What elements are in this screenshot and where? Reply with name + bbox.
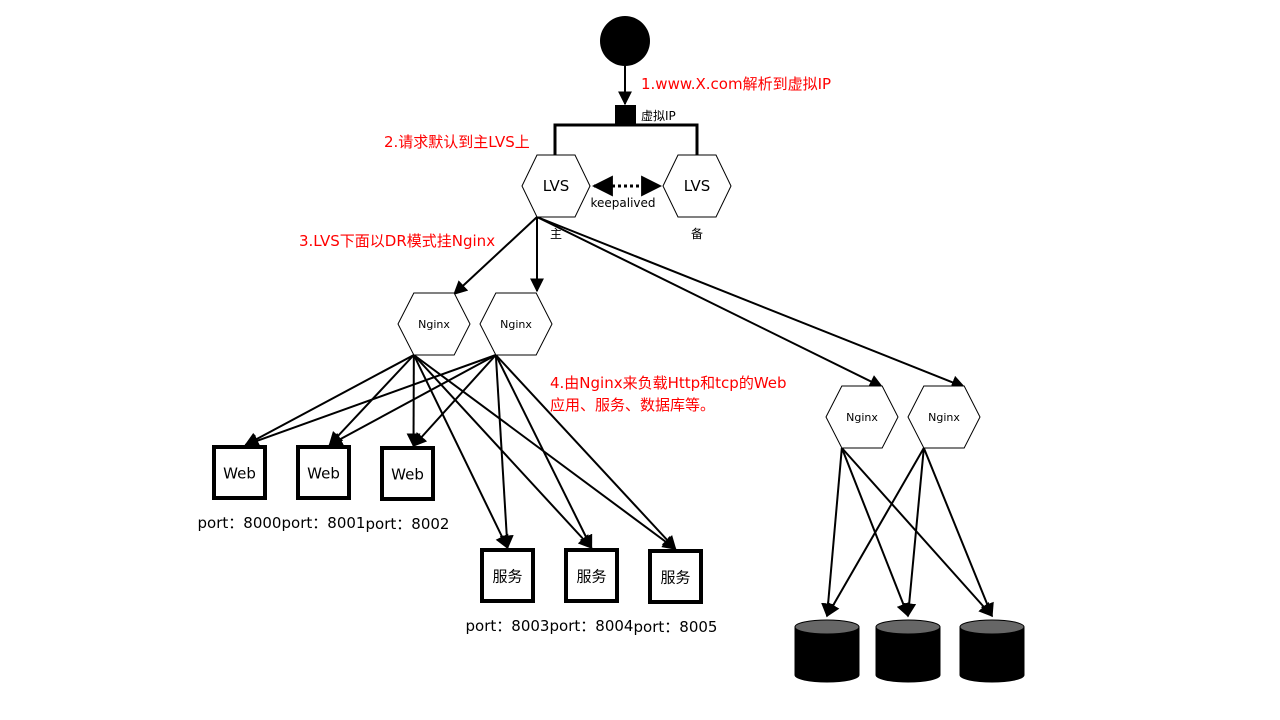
database-group (794, 619, 1025, 683)
database-node[interactable] (959, 619, 1025, 683)
edge-nginx-3-to-databases-0 (826, 447, 925, 618)
annotation-step2: 2.请求默认到主LVS上 (384, 133, 530, 151)
edge-nginx-3-to-databases-1 (902, 447, 925, 618)
vip-node[interactable] (615, 105, 636, 125)
annotation-step4-line1: 4.由Nginx来负载Http和tcp的Web (550, 374, 787, 392)
client-node[interactable] (600, 16, 650, 66)
lvs-master-label: LVS (543, 177, 570, 195)
service-label: 服务 (660, 569, 690, 587)
vip-label: 虚拟IP (641, 109, 676, 123)
web-label: Web (391, 466, 424, 484)
database-body (875, 626, 941, 683)
edge-nginx-1-to-service-2 (495, 354, 677, 551)
service-node[interactable]: 服务 (480, 548, 535, 603)
lvs-master-node[interactable]: LVS (521, 154, 591, 218)
nginx-node[interactable]: Nginx (397, 292, 471, 356)
nginx-label: Nginx (846, 411, 878, 424)
database-body (959, 626, 1025, 683)
edge-nginx-2-to-databases-0 (821, 447, 843, 618)
service-port: port：8005 (634, 618, 718, 636)
web-label: Web (307, 465, 340, 483)
vip-bracket (553, 123, 699, 155)
nginx-node[interactable]: Nginx (479, 292, 553, 356)
web-port: port：8000 (198, 514, 282, 532)
web-node[interactable]: Web (380, 446, 435, 501)
service-node[interactable]: 服务 (648, 549, 703, 604)
database-node[interactable] (875, 619, 941, 683)
service-group: 服务 port：8003 服务 port：8004 服务 port：8005 (466, 548, 718, 636)
lvs-master-role: 主 (550, 227, 562, 241)
edge-nginx-1-to-web-0 (244, 354, 497, 448)
edge-nginx-0-to-web-0 (244, 354, 415, 446)
lvs-backup-node[interactable]: LVS (662, 154, 732, 218)
lvs-backup-label: LVS (684, 177, 711, 195)
edge-nginx-1-to-service-1 (494, 354, 593, 550)
database-top (959, 619, 1025, 635)
nginx-label: Nginx (928, 411, 960, 424)
lvs-backup-role: 备 (691, 227, 703, 241)
database-top (794, 619, 860, 635)
edge-nginx-0-to-service-0 (412, 354, 509, 550)
annotation-step4-line2: 应用、服务、数据库等。 (550, 396, 715, 414)
edge-lvs_master-to-nginx-0 (453, 216, 538, 295)
service-node[interactable]: 服务 (564, 548, 619, 603)
service-label: 服务 (492, 568, 522, 586)
edges-layer (244, 66, 994, 618)
web-group: Web port：8000 Web port：8001 Web port：8002 (198, 445, 450, 533)
service-port: port：8004 (550, 617, 634, 635)
web-label: Web (223, 465, 256, 483)
annotation-step3: 3.LVS下面以DR模式挂Nginx (299, 232, 495, 250)
database-top (875, 619, 941, 635)
nginx-node[interactable]: Nginx (907, 385, 981, 449)
annotation-step1: 1.www.X.com解析到虚拟IP (641, 75, 831, 93)
edge-nginx-1-to-web-2 (412, 354, 497, 448)
edge-lvs_master-to-nginx-2 (536, 216, 884, 388)
database-body (794, 626, 860, 683)
edge-lvs_master-to-nginx-3 (536, 216, 966, 389)
nginx-label: Nginx (418, 318, 450, 331)
edge-nginx-1-to-web-1 (328, 354, 497, 446)
web-port: port：8002 (366, 515, 450, 533)
nginx-node[interactable]: Nginx (825, 385, 899, 449)
service-port: port：8003 (466, 617, 550, 635)
nginx-label: Nginx (500, 318, 532, 331)
web-node[interactable]: Web (296, 445, 351, 500)
web-node[interactable]: Web (212, 445, 267, 500)
edge-nginx-1-to-service-0 (494, 354, 514, 550)
database-node[interactable] (794, 619, 860, 683)
web-port: port：8001 (282, 514, 366, 532)
service-label: 服务 (576, 568, 606, 586)
edge-nginx-3-to-databases-2 (922, 447, 994, 618)
keepalived-label: keepalived (590, 196, 655, 210)
